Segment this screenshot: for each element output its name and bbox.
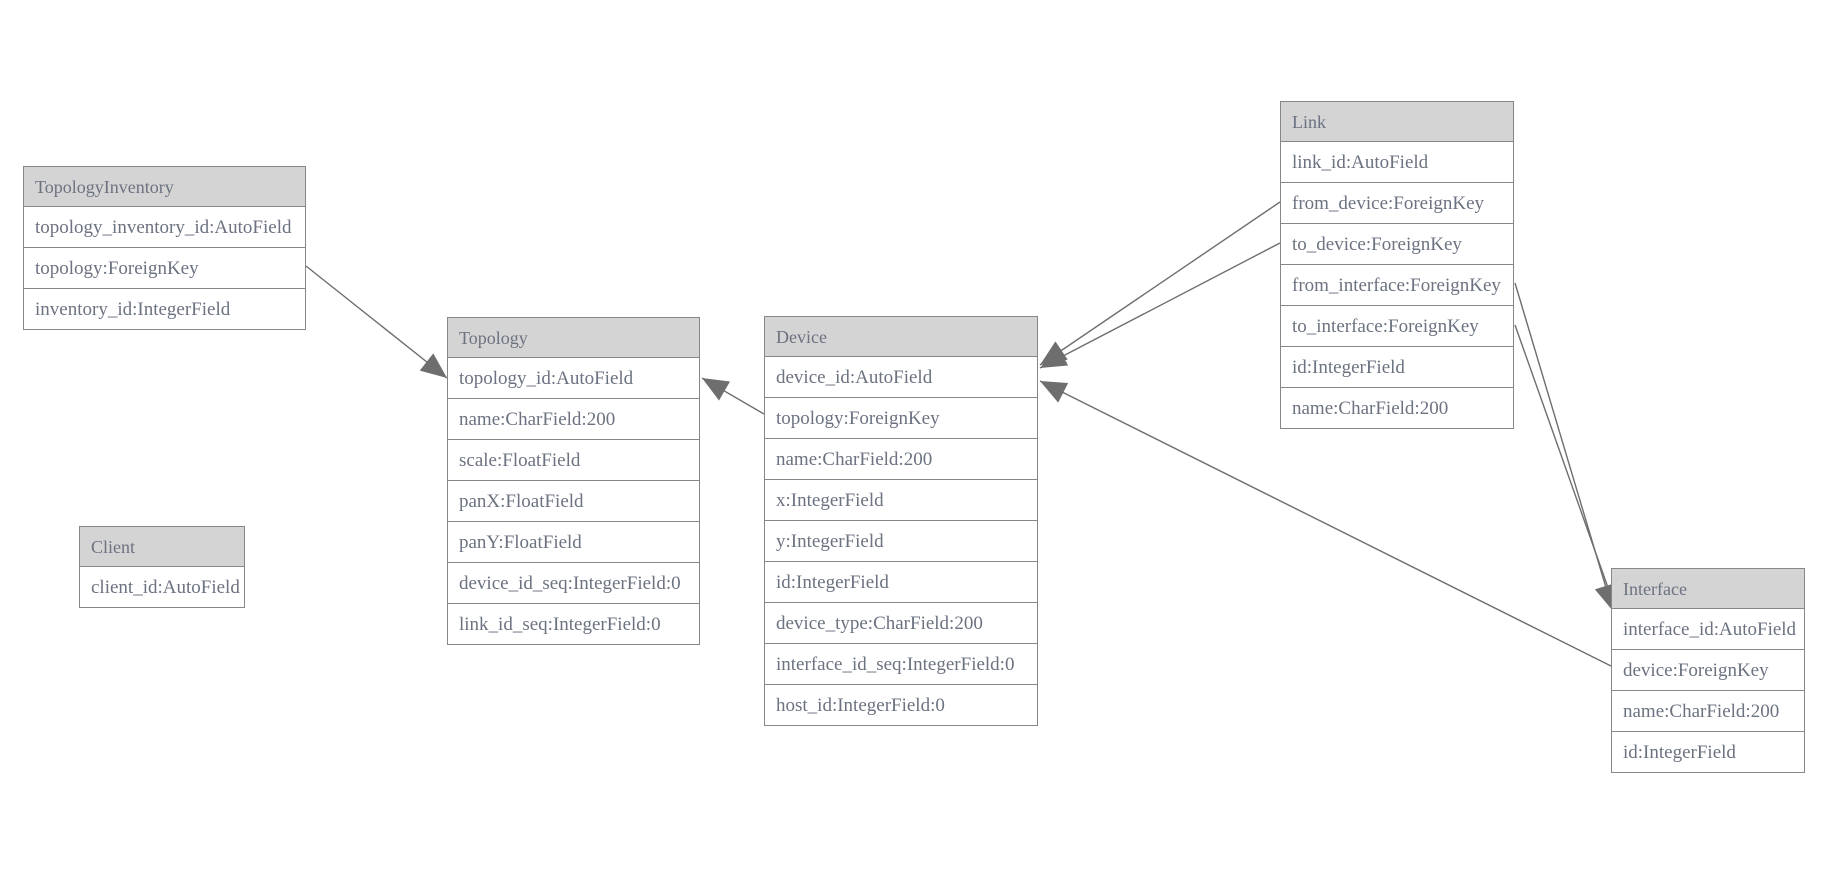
entity-field-row[interactable]: device_id:AutoField	[765, 357, 1037, 398]
entity-field-row[interactable]: name:CharField:200	[765, 439, 1037, 480]
entity-field-row[interactable]: client_id:AutoField	[80, 567, 244, 608]
entity-field-row[interactable]: name:CharField:200	[448, 399, 699, 440]
entity-field-row[interactable]: link_id:AutoField	[1281, 142, 1513, 183]
entity-field-row[interactable]: topology_id:AutoField	[448, 358, 699, 399]
relationship-edge-topologyinventory-topology[interactable]	[305, 265, 454, 387]
relationship-edge-link-to_device-device[interactable]	[1035, 242, 1281, 378]
relationship-arrowhead-icon	[1040, 346, 1069, 368]
entity-title-topology: Topology	[448, 318, 699, 358]
entity-field-row[interactable]: topology:ForeignKey	[24, 248, 305, 289]
entity-field-row[interactable]: from_interface:ForeignKey	[1281, 265, 1513, 306]
entity-title-interface: Interface	[1612, 569, 1804, 609]
relationship-line	[1514, 324, 1618, 614]
entity-field-row[interactable]: inventory_id:IntegerField	[24, 289, 305, 330]
relationship-line	[701, 377, 765, 415]
entity-field-row[interactable]: name:CharField:200	[1612, 691, 1804, 732]
entity-field-row[interactable]: topology:ForeignKey	[765, 398, 1037, 439]
entity-title-topologyinventory: TopologyInventory	[24, 167, 305, 207]
relationship-arrowhead-icon	[1040, 381, 1069, 403]
entity-title-client: Client	[80, 527, 244, 567]
relationship-edge-link-from_device-device[interactable]	[1034, 201, 1281, 374]
entity-field-row[interactable]: interface_id_seq:IntegerField:0	[765, 644, 1037, 685]
entity-field-row[interactable]: id:IntegerField	[1612, 732, 1804, 773]
entity-field-row[interactable]: id:IntegerField	[1281, 347, 1513, 388]
entity-field-row[interactable]: to_interface:ForeignKey	[1281, 306, 1513, 347]
entity-field-row[interactable]: y:IntegerField	[765, 521, 1037, 562]
entity-field-row[interactable]: device_type:CharField:200	[765, 603, 1037, 644]
entity-field-row[interactable]: topology_inventory_id:AutoField	[24, 207, 305, 248]
relationship-arrowhead-icon	[1040, 341, 1068, 365]
entity-field-row[interactable]: interface_id:AutoField	[1612, 609, 1804, 650]
entity-field-row[interactable]: panY:FloatField	[448, 522, 699, 563]
entity-field-row[interactable]: name:CharField:200	[1281, 388, 1513, 429]
relationship-edge-link-from_interface-interface[interactable]	[1514, 282, 1624, 614]
relationship-line	[1039, 242, 1281, 369]
relationship-line	[1514, 282, 1614, 612]
entity-field-row[interactable]: x:IntegerField	[765, 480, 1037, 521]
entity-field-row[interactable]: to_device:ForeignKey	[1281, 224, 1513, 265]
relationship-arrowhead-icon	[702, 378, 731, 401]
entity-field-row[interactable]: scale:FloatField	[448, 440, 699, 481]
entity-title-link: Link	[1281, 102, 1513, 142]
entity-field-row[interactable]: device_id_seq:IntegerField:0	[448, 563, 699, 604]
entity-field-row[interactable]: panX:FloatField	[448, 481, 699, 522]
entity-field-row[interactable]: host_id:IntegerField:0	[765, 685, 1037, 726]
entity-field-row[interactable]: from_device:ForeignKey	[1281, 183, 1513, 224]
relationship-line	[305, 265, 448, 379]
entity-title-device: Device	[765, 317, 1037, 357]
relationship-edge-device-topology[interactable]	[697, 368, 765, 415]
entity-field-row[interactable]: device:ForeignKey	[1612, 650, 1804, 691]
entity-field-row[interactable]: id:IntegerField	[765, 562, 1037, 603]
relationship-line	[1039, 201, 1281, 366]
entity-field-row[interactable]: link_id_seq:IntegerField:0	[448, 604, 699, 645]
